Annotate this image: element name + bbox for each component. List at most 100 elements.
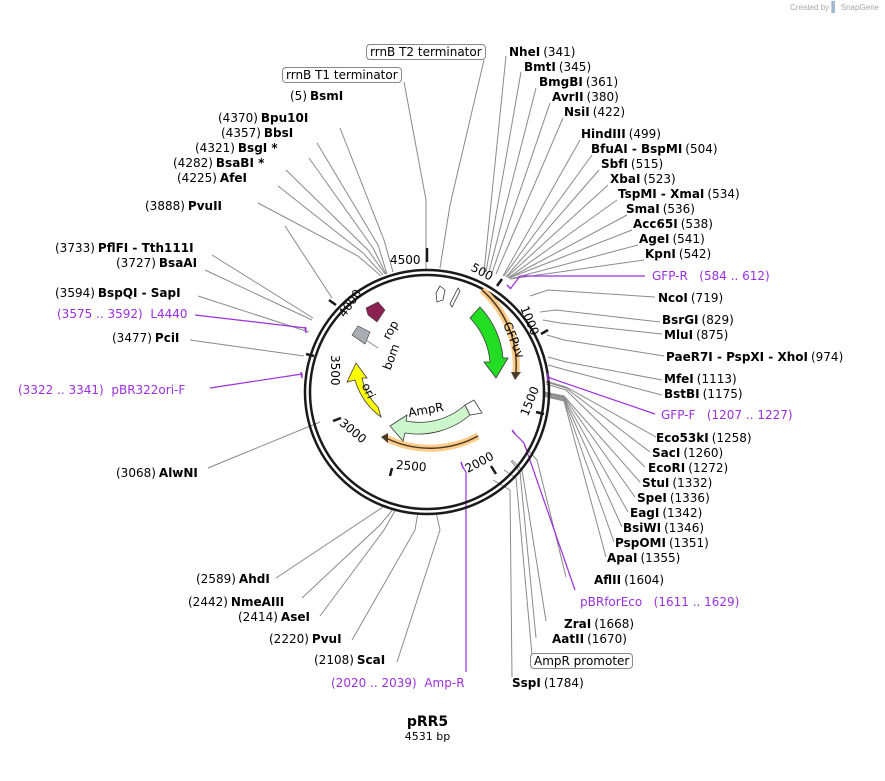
enzyme-site[interactable]: SspI(1784) xyxy=(512,676,587,690)
enzyme-site[interactable]: PspOMI(1351) xyxy=(615,536,712,550)
svg-text:3500: 3500 xyxy=(328,355,342,386)
enzyme-site[interactable]: BsrGI(829) xyxy=(662,313,737,327)
enzyme-name: BsmI xyxy=(310,89,344,103)
enzyme-site[interactable]: (3727)BsaAI xyxy=(113,256,197,270)
primer-pbrforeco[interactable]: pBRforEco (1611 .. 1629) xyxy=(580,595,739,609)
enzyme-name: PaeR7I - PspXI - XhoI xyxy=(666,350,808,364)
leader-lines xyxy=(189,55,665,678)
enzyme-site[interactable]: (2442)NmeAIII xyxy=(185,595,284,609)
enzyme-position: (2220) xyxy=(269,632,309,646)
enzyme-site[interactable]: ApaI(1355) xyxy=(607,551,683,565)
enzyme-site[interactable]: Eco53kI(1258) xyxy=(656,431,755,445)
enzyme-name: PvuI xyxy=(311,632,342,646)
enzyme-site[interactable]: NcoI(719) xyxy=(658,291,726,305)
enzyme-position: (1668) xyxy=(594,617,635,631)
enzyme-name: Eco53kI xyxy=(656,431,709,445)
enzyme-site[interactable]: (2414)AseI xyxy=(235,610,310,624)
enzyme-site[interactable]: PaeR7I - PspXI - XhoI(974) xyxy=(666,350,846,364)
enzyme-site[interactable]: (4282)BsaBI * xyxy=(170,156,264,170)
feature-label-ampr-promoter[interactable]: AmpR promoter xyxy=(530,653,634,669)
enzyme-site[interactable]: EcoRI(1272) xyxy=(648,461,731,475)
enzyme-site[interactable]: AatII(1670) xyxy=(552,632,630,646)
svg-text:bom: bom xyxy=(380,342,402,372)
enzyme-site[interactable]: (3888)PvuII xyxy=(142,199,222,213)
enzyme-site[interactable]: (4225)AfeI xyxy=(174,171,247,185)
enzyme-position: (345) xyxy=(558,60,592,74)
enzyme-site[interactable]: KpnI(542) xyxy=(645,247,714,261)
feature-rop[interactable]: rop xyxy=(365,301,402,342)
enzyme-name: AhdI xyxy=(238,572,270,586)
plasmid-title: pRR5 4531 bp xyxy=(0,714,855,743)
svg-text:2000: 2000 xyxy=(463,449,497,476)
primer-amp-r[interactable]: (2020 .. 2039) Amp-R xyxy=(331,676,465,690)
enzyme-site[interactable]: MluI(875) xyxy=(664,328,731,342)
enzyme-name: BsgI * xyxy=(237,141,278,155)
enzyme-name: BmgBI xyxy=(539,75,583,89)
enzyme-site[interactable]: BsiWI(1346) xyxy=(623,521,707,535)
svg-text:3000: 3000 xyxy=(337,416,369,446)
enzyme-site[interactable]: EagI(1342) xyxy=(630,506,705,520)
enzyme-name: BsaBI * xyxy=(215,156,265,170)
feature-label-rrnb-t1-terminator[interactable]: rrnB T1 terminator xyxy=(282,67,402,83)
enzyme-site[interactable]: (5)BsmI xyxy=(287,89,343,103)
enzyme-site[interactable]: (4321)BsgI * xyxy=(192,141,278,155)
enzyme-site[interactable]: (3068)AlwNI xyxy=(113,466,198,480)
enzyme-site[interactable]: Acc65I(538) xyxy=(633,217,716,231)
enzyme-name: Bpu10I xyxy=(260,111,309,125)
feature-ori[interactable]: ori xyxy=(346,362,382,419)
enzyme-site[interactable]: SacI(1260) xyxy=(652,446,726,460)
enzyme-position: (1342) xyxy=(662,506,703,520)
enzyme-position: (1346) xyxy=(664,521,705,535)
enzyme-site[interactable]: (2589)AhdI xyxy=(193,572,270,586)
enzyme-site[interactable]: BfuAI - BspMI(504) xyxy=(591,142,721,156)
enzyme-site[interactable]: SmaI(536) xyxy=(626,202,698,216)
primer-pbr322ori-f[interactable]: (3322 .. 3341) pBR322ori-F xyxy=(18,383,185,397)
enzyme-site[interactable]: (3733)PflFI - Tth111I xyxy=(52,241,194,255)
enzyme-site[interactable]: BmgBI(361) xyxy=(539,75,621,89)
enzyme-site[interactable]: MfeI(1113) xyxy=(664,372,740,386)
primer-gfp-r[interactable]: GFP-R (584 .. 612) xyxy=(652,269,770,283)
enzyme-position: (3477) xyxy=(112,331,152,345)
enzyme-name: PciI xyxy=(154,331,180,345)
enzyme-site[interactable]: (2108)ScaI xyxy=(311,653,385,667)
enzyme-position: (504) xyxy=(685,142,718,156)
enzyme-site[interactable]: SbfI(515) xyxy=(601,157,666,171)
enzyme-position: (5) xyxy=(290,89,307,103)
enzyme-site[interactable]: TspMI - XmaI(534) xyxy=(618,187,743,201)
enzyme-site[interactable]: AgeI(541) xyxy=(639,232,708,246)
enzyme-name: AseI xyxy=(280,610,310,624)
enzyme-site[interactable]: (4357)BbsI xyxy=(218,126,293,140)
snapgene-credit: Created by ▌ SnapGene xyxy=(790,2,879,13)
enzyme-position: (719) xyxy=(690,291,724,305)
primer-gfp-f[interactable]: GFP-F (1207 .. 1227) xyxy=(661,408,793,422)
enzyme-name: BstBI xyxy=(664,387,700,401)
primer-l4440[interactable]: (3575 .. 3592) L4440 xyxy=(57,307,188,321)
enzyme-position: (2442) xyxy=(188,595,228,609)
enzyme-site[interactable]: NsiI(422) xyxy=(564,105,628,119)
enzyme-site[interactable]: (2220)PvuI xyxy=(266,632,342,646)
enzyme-site[interactable]: (3594)BspQI - SapI xyxy=(52,286,181,300)
enzyme-site[interactable]: SpeI(1336) xyxy=(637,491,713,505)
enzyme-site[interactable]: ZraI(1668) xyxy=(564,617,637,631)
enzyme-position: (380) xyxy=(586,90,619,104)
enzyme-name: ZraI xyxy=(564,617,592,631)
enzyme-name: ApaI xyxy=(607,551,638,565)
enzyme-site[interactable]: HindIII(499) xyxy=(581,127,664,141)
enzyme-site[interactable]: XbaI(523) xyxy=(610,172,679,186)
feature-label-rrnb-t2-terminator[interactable]: rrnB T2 terminator xyxy=(366,44,486,60)
enzyme-site[interactable]: NheI(341) xyxy=(509,45,578,59)
enzyme-site[interactable]: StuI(1332) xyxy=(642,476,715,490)
enzyme-position: (422) xyxy=(592,105,626,119)
enzyme-site[interactable]: AflII(1604) xyxy=(594,573,667,587)
enzyme-position: (3594) xyxy=(55,286,95,300)
enzyme-site[interactable]: (3477)PciI xyxy=(109,331,179,345)
feature-ampr[interactable]: AmpR xyxy=(389,399,483,442)
enzyme-site[interactable]: BmtI(345) xyxy=(524,60,594,74)
enzyme-name: MluI xyxy=(664,328,694,342)
enzyme-position: (4225) xyxy=(177,171,217,185)
enzyme-site[interactable]: (4370)Bpu10I xyxy=(215,111,308,125)
enzyme-position: (1351) xyxy=(668,536,709,550)
enzyme-position: (1258) xyxy=(711,431,752,445)
enzyme-site[interactable]: AvrII(380) xyxy=(552,90,622,104)
enzyme-site[interactable]: BstBI(1175) xyxy=(664,387,746,401)
